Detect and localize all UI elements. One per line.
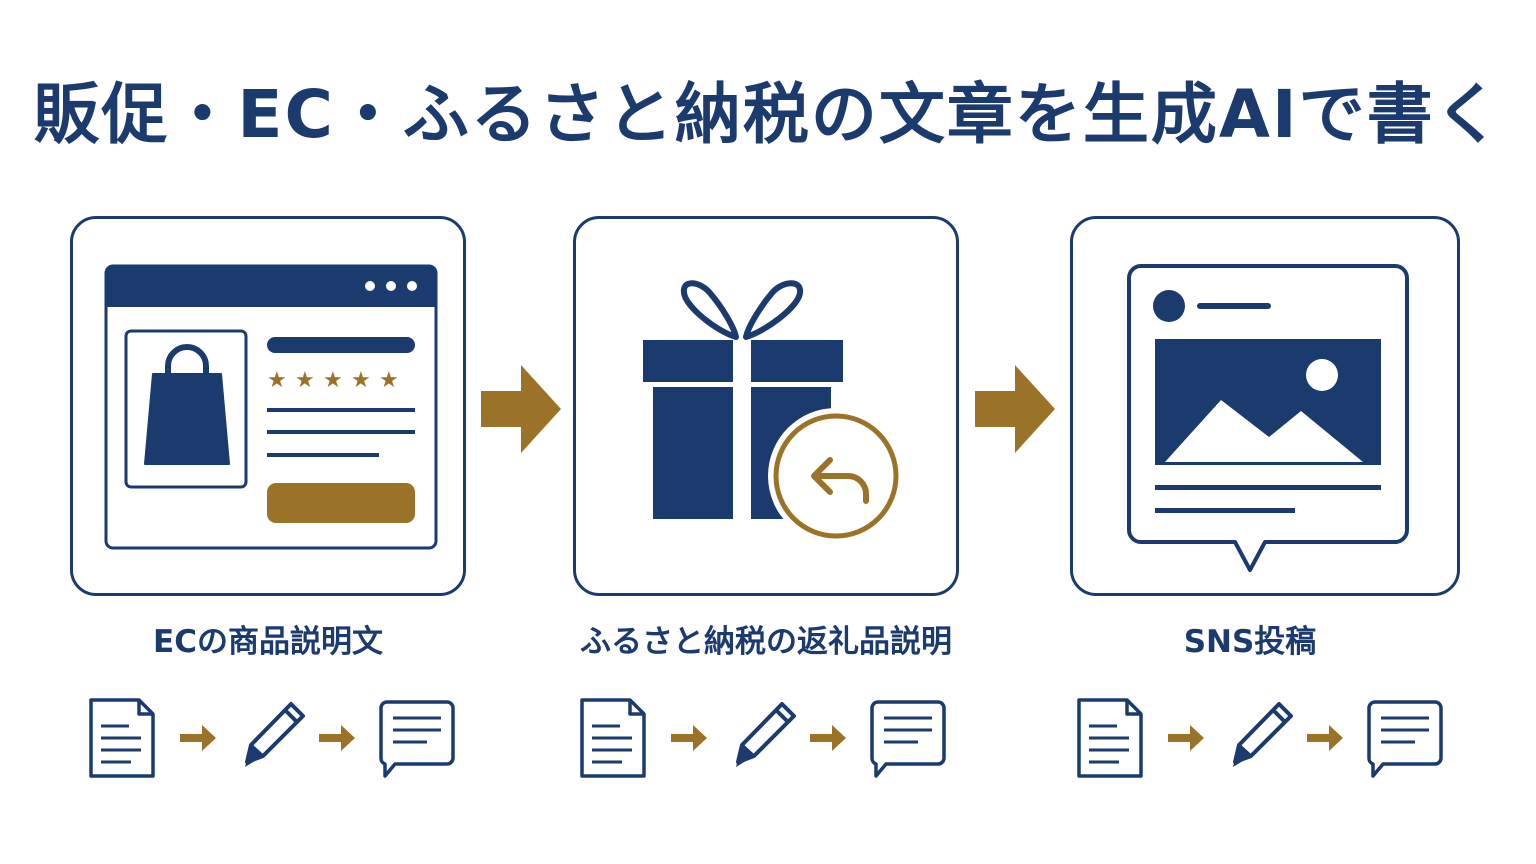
svg-text:★: ★: [267, 368, 287, 393]
step-label-sns: SNS投稿: [1183, 624, 1317, 660]
step-label-furusato: ふるさと納税の返礼品説明: [580, 624, 952, 660]
social-post-icon: [1127, 264, 1409, 572]
small-arrow-icon: [180, 725, 216, 751]
svg-text:★: ★: [295, 368, 315, 393]
pencil-icon: [245, 702, 305, 767]
document-icon: [89, 698, 155, 778]
step-label-ec: ECの商品説明文: [153, 624, 383, 660]
card-ec-product: ★ ★ ★ ★ ★: [70, 216, 466, 596]
chat-bubble-icon: [379, 700, 455, 778]
document-icon: [580, 698, 646, 778]
document-icon: [1077, 698, 1143, 778]
gift-box-return-icon: [643, 280, 904, 544]
pencil-icon: [1233, 702, 1293, 767]
svg-text:★: ★: [351, 368, 371, 393]
small-arrow-icon: [1168, 725, 1204, 751]
small-arrow-icon: [319, 725, 355, 751]
small-arrow-icon: [671, 725, 707, 751]
svg-text:★: ★: [323, 368, 343, 393]
chat-bubble-icon: [870, 700, 946, 778]
small-arrow-icon: [810, 725, 846, 751]
flow-row-ec: [89, 698, 455, 778]
card-furusato-gift: [573, 216, 959, 596]
chat-bubble-icon: [1367, 700, 1443, 778]
page-title: 販促・EC・ふるさと納税の文章を生成AIで書く: [33, 76, 1503, 153]
ec-product-page-icon: ★ ★ ★ ★ ★: [104, 264, 438, 550]
flow-row-sns: [1077, 698, 1443, 778]
small-arrow-icon: [1307, 725, 1343, 751]
arrow-right-icon: [975, 365, 1055, 453]
card-sns-post: [1070, 216, 1460, 596]
flow-row-furusato: [580, 698, 946, 778]
pencil-icon: [736, 702, 796, 767]
arrow-right-icon: [481, 365, 561, 453]
svg-text:★: ★: [379, 368, 399, 393]
